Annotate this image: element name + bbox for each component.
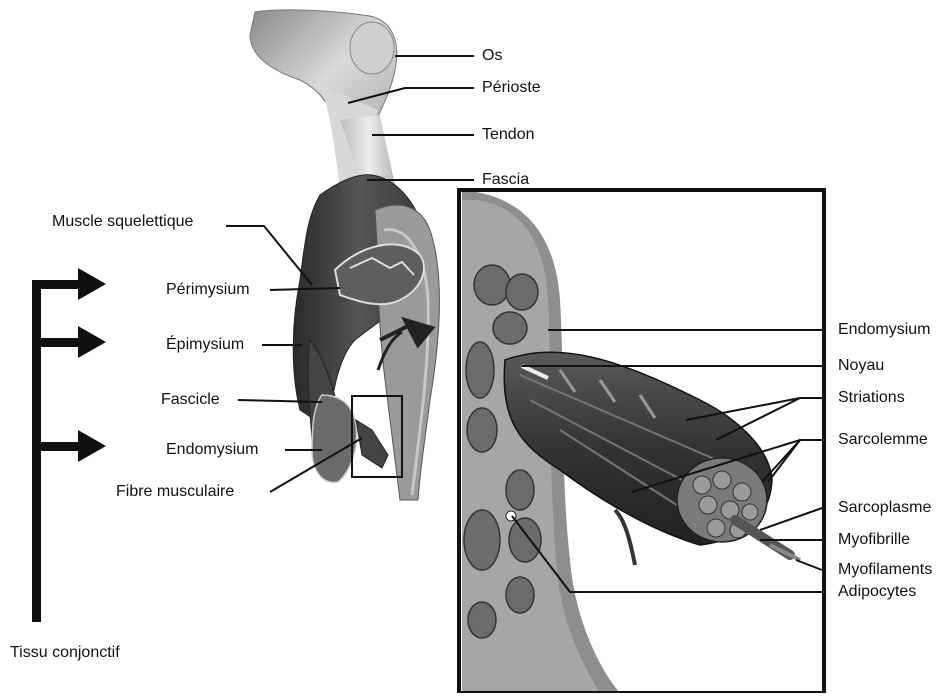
label-endomysium-right: Endomysium — [838, 321, 930, 339]
label-perimysium: Périmysium — [166, 281, 250, 299]
label-noyau: Noyau — [838, 357, 884, 375]
label-fibre-musculaire: Fibre musculaire — [116, 483, 234, 501]
muscle-illustration — [293, 175, 439, 500]
label-striations: Striations — [838, 389, 905, 407]
label-endomysium-left: Endomysium — [166, 441, 258, 459]
label-myofilaments: Myofilaments — [838, 561, 932, 579]
label-muscle-squelettique: Muscle squelettique — [52, 213, 193, 231]
label-myofibrille: Myofibrille — [838, 531, 910, 549]
inset-fiber-illustration — [462, 190, 800, 693]
label-sarcoplasme: Sarcoplasme — [838, 499, 931, 517]
label-fascia: Fascia — [482, 171, 529, 189]
label-sarcolemme: Sarcolemme — [838, 431, 928, 449]
label-epimysium: Épimysium — [166, 336, 244, 354]
label-fascicle: Fascicle — [161, 391, 220, 409]
label-os: Os — [482, 47, 502, 65]
connective-tissue-bracket — [32, 268, 106, 622]
label-perioste: Périoste — [482, 79, 541, 97]
label-tissu-conjonctif: Tissu conjonctif — [10, 644, 120, 662]
label-adipocytes: Adipocytes — [838, 583, 916, 601]
label-tendon: Tendon — [482, 126, 535, 144]
